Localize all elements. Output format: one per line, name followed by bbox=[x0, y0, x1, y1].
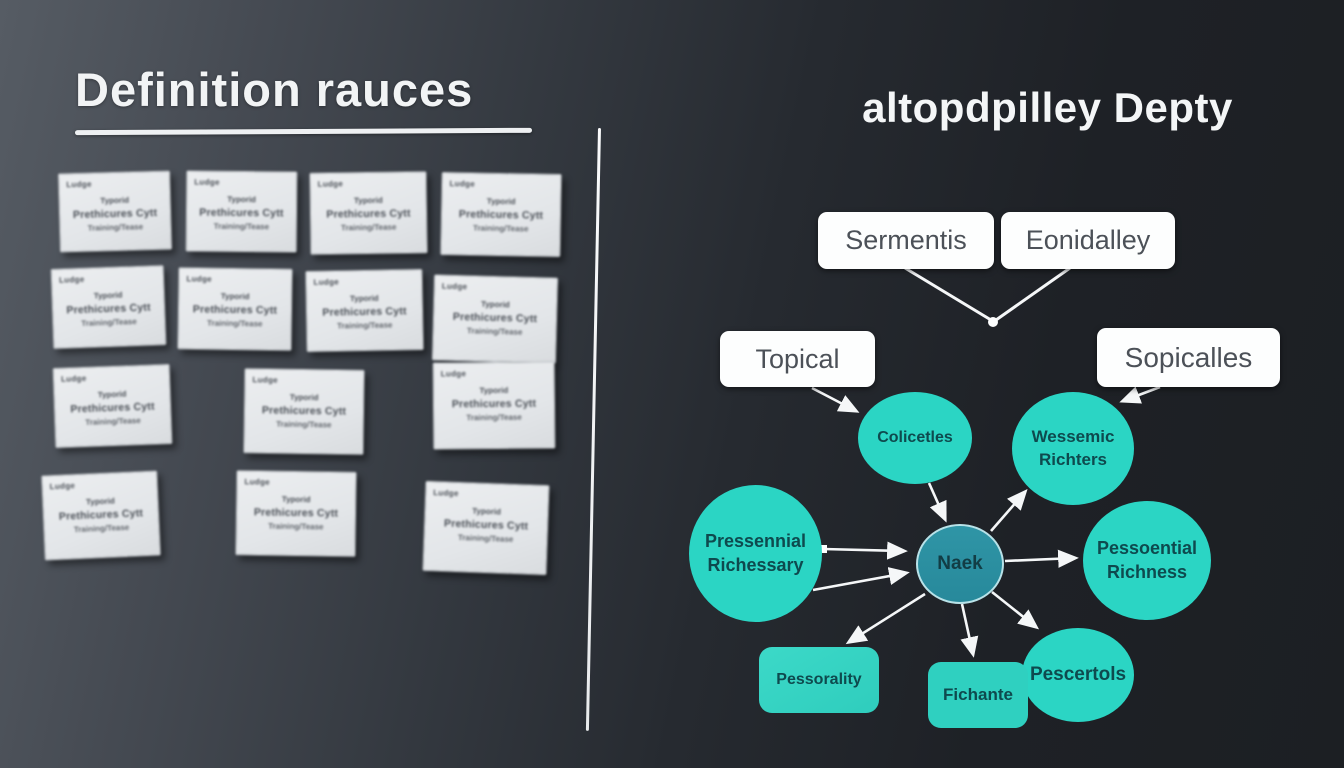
connector-sopicalles-wessemic bbox=[1119, 385, 1161, 404]
connector-colicetles-naek bbox=[927, 482, 947, 523]
node-pressennial-line1: Pressennial bbox=[704, 531, 807, 552]
connector-eonidalley-junction bbox=[995, 266, 1071, 322]
box-eonidalley-label: Eonidalley bbox=[1025, 225, 1151, 255]
connector-naek-fichante bbox=[960, 603, 979, 658]
node-pessoential-line2: Richness bbox=[1106, 561, 1188, 582]
node-pressennial-richessary: Pressennial Richessary bbox=[689, 485, 822, 622]
connector-topical-colicetles bbox=[811, 386, 860, 413]
box-topical-label: Topical bbox=[755, 343, 840, 374]
node-fichante: Fichante bbox=[928, 662, 1028, 728]
node-pessoential-richness: Pessoential Richness bbox=[1083, 501, 1211, 620]
connector-naek-pessoential bbox=[1004, 549, 1079, 568]
connector-naek-pescertols bbox=[991, 590, 1040, 630]
node-naek-center: Naek bbox=[916, 524, 1004, 604]
node-pessorality: Pessorality bbox=[759, 647, 879, 713]
connector-pressennial-naek-upper bbox=[822, 541, 908, 560]
box-sopicalles-label: Sopicalles bbox=[1124, 341, 1253, 373]
junction-dot bbox=[988, 317, 998, 327]
node-colicetles: Colicetles bbox=[858, 392, 972, 484]
box-topical: Topical bbox=[720, 331, 875, 387]
box-sopicalles: Sopicalles bbox=[1097, 328, 1280, 387]
node-pescertols-label: Pescertols bbox=[1029, 663, 1127, 685]
node-fichante-label: Fichante bbox=[943, 684, 1013, 704]
node-wessemic-line2: Richters bbox=[1038, 449, 1108, 469]
node-pressennial-line2: Richessary bbox=[707, 554, 804, 575]
node-pessorality-label: Pessorality bbox=[776, 670, 862, 688]
left-panel-title: Definition rauces bbox=[75, 63, 474, 116]
node-pessoential-line1: Pessoential bbox=[1096, 538, 1198, 559]
node-pescertols: Pescertols bbox=[1022, 628, 1134, 722]
connector-naek-wessemic bbox=[990, 489, 1028, 532]
right-panel-title: altopdpilley Depty bbox=[862, 84, 1233, 131]
node-wessemic-line1: Wessemic bbox=[1031, 427, 1115, 447]
node-wessemic-richters: Wessemic Richters bbox=[1012, 392, 1134, 505]
node-naek-label: Naek bbox=[937, 552, 983, 574]
connector-naek-pessorality bbox=[845, 592, 926, 645]
connector-sermentis-junction bbox=[904, 266, 992, 322]
box-sermentis: Sermentis bbox=[818, 212, 994, 269]
connector-start-marker bbox=[819, 545, 827, 553]
box-sermentis-label: Sermentis bbox=[845, 225, 967, 255]
connector-pressennial-naek-lower bbox=[812, 567, 910, 592]
box-eonidalley: Eonidalley bbox=[1001, 212, 1175, 269]
node-colicetles-label: Colicetles bbox=[877, 428, 953, 446]
